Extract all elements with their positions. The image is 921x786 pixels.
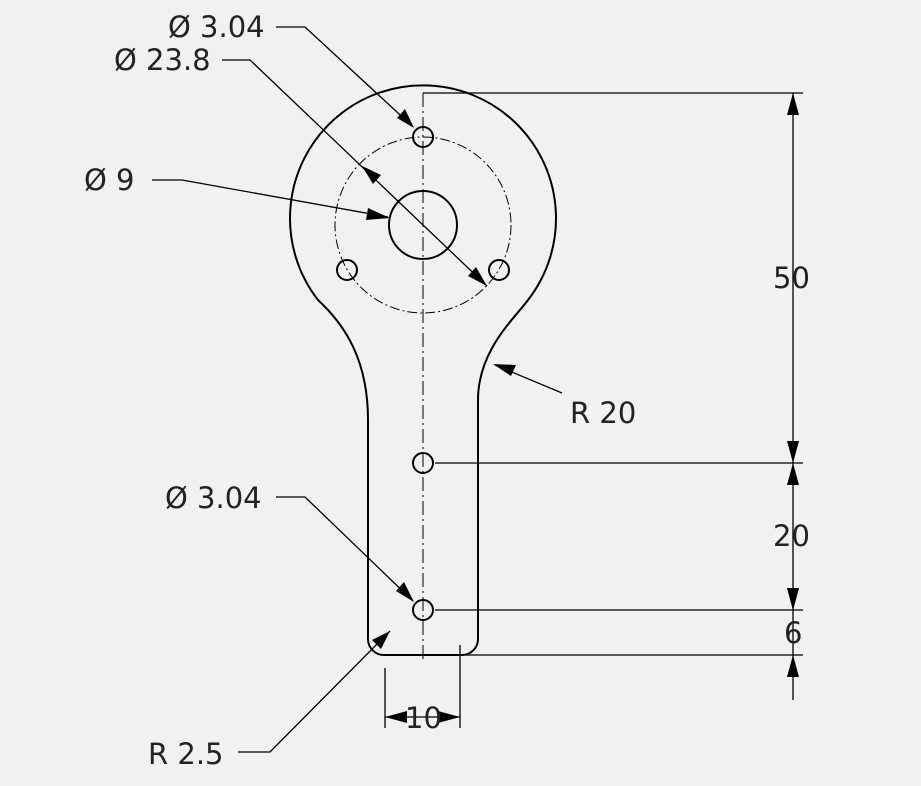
bolt-hole-right bbox=[488, 259, 510, 281]
arrow-20-top bbox=[787, 463, 799, 485]
leader-arrow-r2-5 bbox=[372, 631, 390, 649]
leader-arrow-center-hole bbox=[366, 208, 390, 220]
arrow-50-top bbox=[787, 93, 799, 115]
label-dia-bottom-hole: Ø 3.04 bbox=[165, 481, 262, 515]
leader-arrow-bottom-hole bbox=[396, 582, 414, 602]
bottom-hole bbox=[412, 599, 434, 621]
leader-r2-5 bbox=[238, 630, 391, 753]
label-radius-fillet: R 20 bbox=[570, 396, 636, 430]
label-dia-center-hole: Ø 9 bbox=[84, 163, 135, 197]
leader-arrow-r20 bbox=[493, 364, 516, 376]
leader-bolt-circle bbox=[222, 59, 488, 287]
label-dim-bottom-offset: 6 bbox=[784, 616, 802, 650]
arrow-width-right bbox=[438, 711, 460, 723]
bolt-hole-left bbox=[336, 259, 358, 281]
label-dim-hole-spacing: 20 bbox=[773, 519, 810, 553]
leader-arrow-bolt-circle-1 bbox=[362, 166, 381, 184]
leader-arrow-bolt-circle-2 bbox=[468, 267, 487, 286]
label-dim-height-total: 50 bbox=[773, 261, 810, 295]
leader-bottom-hole bbox=[276, 496, 414, 602]
leader-top-hole bbox=[276, 26, 412, 126]
label-dia-bolt-circle: Ø 23.8 bbox=[114, 43, 211, 77]
part-outline bbox=[289, 84, 557, 657]
leader-center-hole bbox=[152, 179, 389, 218]
arrow-50-bottom bbox=[787, 441, 799, 463]
center-hole bbox=[388, 190, 458, 260]
leader-arrow-top-hole bbox=[397, 109, 414, 128]
arrow-6-bottom bbox=[787, 655, 799, 677]
arrow-width-left bbox=[385, 711, 407, 723]
arrow-6-top bbox=[787, 588, 799, 610]
bolt-hole-top bbox=[412, 126, 434, 148]
bolt-circle bbox=[334, 136, 512, 314]
label-dia-top-hole: Ø 3.04 bbox=[168, 10, 265, 44]
label-dim-width: 10 bbox=[405, 701, 442, 735]
label-radius-corner: R 2.5 bbox=[148, 737, 224, 771]
mid-hole bbox=[412, 452, 434, 474]
